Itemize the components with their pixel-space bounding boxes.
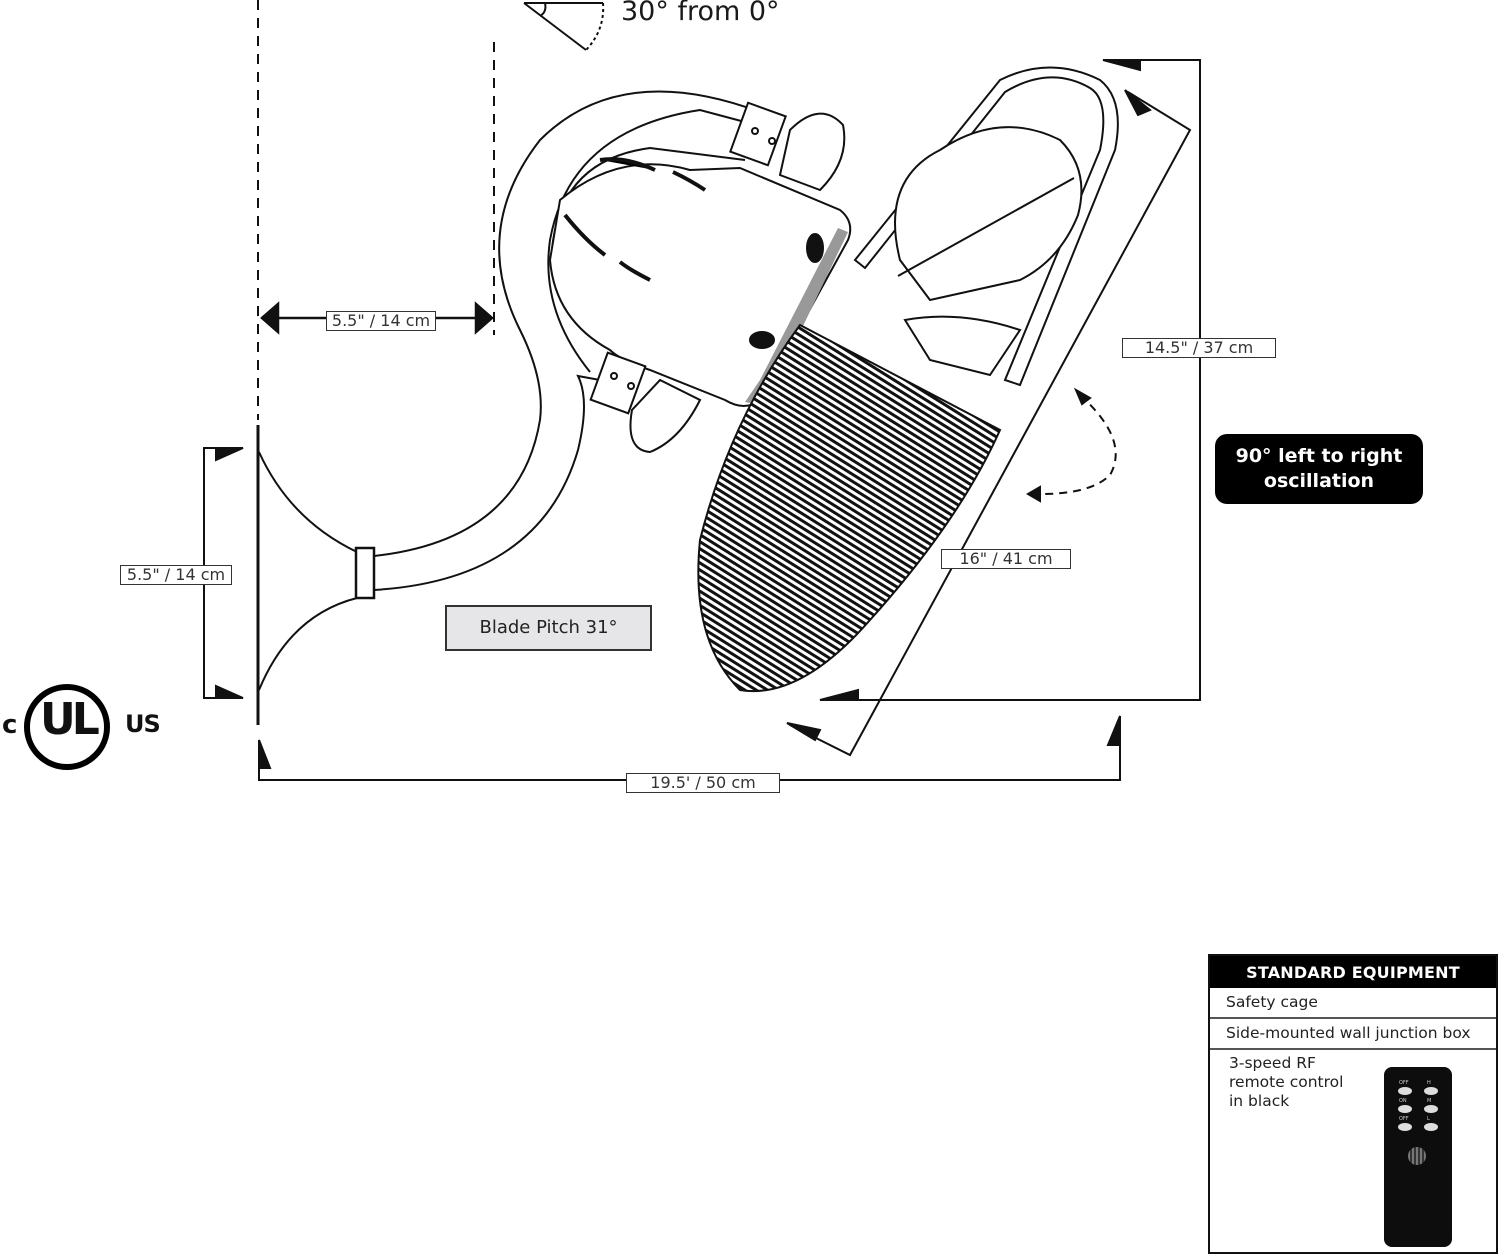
overall-height-dimension	[819, 59, 1201, 701]
cert-mark: UL	[40, 694, 100, 745]
mount-height-dimension	[203, 447, 244, 699]
angle-note: 30° from 0°	[621, 0, 780, 27]
motor-housing	[548, 101, 852, 454]
fan-head-length-label: 16" / 41 cm	[941, 549, 1071, 569]
equipment-item: 3-speed RF remote control in black	[1229, 1054, 1344, 1110]
overall-height-label: 14.5" / 37 cm	[1122, 338, 1276, 358]
overall-depth-dimension	[258, 715, 1121, 781]
oscillation-note-line1: 90° left to right	[1235, 445, 1403, 467]
remote-button-off-osc	[1398, 1087, 1412, 1095]
cert-suffix: US	[125, 710, 161, 738]
remote-label: OFF	[1399, 1080, 1409, 1086]
remote-button-m	[1424, 1105, 1438, 1113]
angle-indicator-icon	[523, 2, 605, 51]
equipment-item: Side-mounted wall junction box	[1210, 1019, 1496, 1050]
remote-button-off	[1398, 1123, 1412, 1131]
mount-height-label: 5.5" / 14 cm	[120, 565, 232, 585]
remote-label: H	[1427, 1080, 1431, 1086]
overall-depth-label: 19.5' / 50 cm	[626, 773, 780, 793]
fan-blade-guard	[853, 66, 1119, 387]
equipment-item: Safety cage	[1210, 988, 1496, 1019]
standard-equipment-panel: STANDARD EQUIPMENT Safety cage Side-moun…	[1208, 954, 1498, 1254]
ul-ring-icon	[24, 684, 110, 770]
reference-lines	[257, 0, 495, 420]
cul-us-certification-logo: c UL US	[0, 680, 170, 780]
equipment-item-remote: 3-speed RF remote control in black OFF H…	[1210, 1050, 1496, 1250]
remote-button-h	[1424, 1087, 1438, 1095]
fan-head-length-dimension	[786, 89, 1192, 757]
oscillation-note: 90° left to right oscillation	[1215, 434, 1423, 504]
remote-label: ON	[1399, 1098, 1407, 1104]
remote-control-image: OFF H ON M OFF L	[1384, 1067, 1452, 1247]
remote-label: M	[1427, 1098, 1432, 1104]
wall-mount-plate	[256, 425, 376, 725]
remote-button-l	[1424, 1123, 1438, 1131]
oscillation-note-line2: oscillation	[1263, 470, 1375, 492]
remote-button-on	[1398, 1105, 1412, 1113]
standard-equipment-title: STANDARD EQUIPMENT	[1210, 956, 1496, 988]
fan-dimension-drawing	[203, 0, 1201, 781]
cert-prefix: c	[2, 710, 18, 740]
remote-logo-icon	[1408, 1147, 1426, 1165]
blade-pitch-label: Blade Pitch 31°	[445, 605, 652, 651]
wall-offset-label: 5.5" / 14 cm	[326, 311, 436, 331]
remote-label: OFF	[1399, 1116, 1409, 1122]
remote-label: L	[1427, 1116, 1430, 1122]
safety-cage	[697, 323, 1002, 693]
oscillation-arrow-icon	[1026, 387, 1117, 503]
